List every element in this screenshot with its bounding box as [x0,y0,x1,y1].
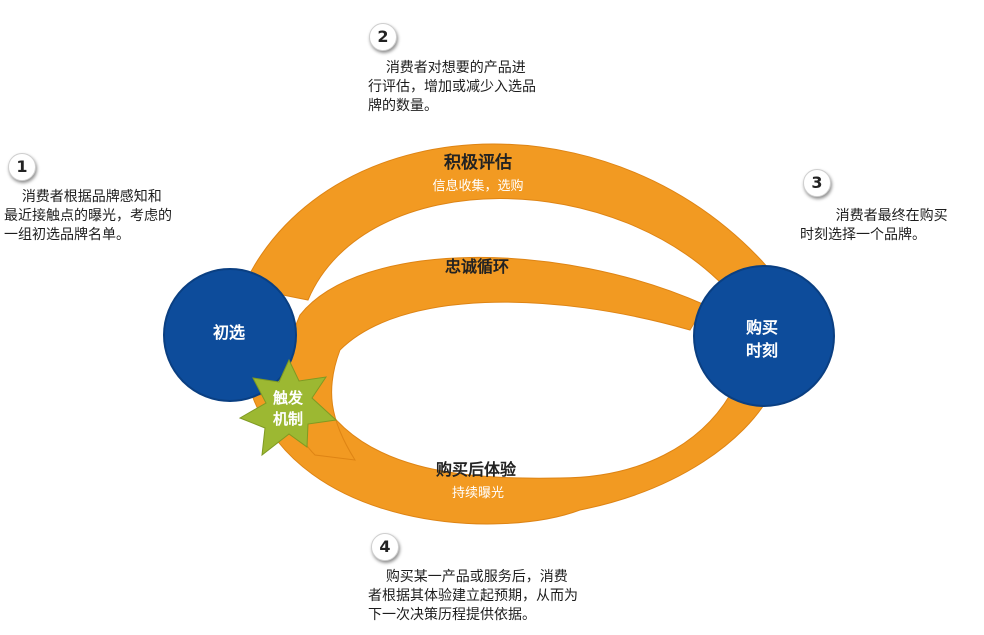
step-3-number: 3 [803,169,831,197]
active-evaluation-subtitle: 信息收集，选购 [432,178,523,194]
step-3-description: 消费者最终在购买 时刻选择一个品牌。 [800,208,948,243]
step-4-number: 4 [371,533,399,561]
step-2-description: 消费者对想要的产品进 行评估，增加或减少入选品 牌的数量。 [368,60,536,114]
moment-of-purchase-label-line1: 购买 [746,318,778,337]
trigger-label-line2: 机制 [273,410,303,428]
post-purchase-title: 购买后体验 [436,460,517,479]
step-2-number: 2 [369,23,397,51]
step-1-number: 1 [8,153,36,181]
initial-consideration-label: 初选 [213,323,245,342]
loyalty-loop-band [286,257,706,461]
step-1-description: 消费者根据品牌感知和 最近接触点的曝光，考虑的 一组初选品牌名单。 [4,189,172,243]
loyalty-loop-title: 忠诚循环 [445,257,509,276]
trigger-star-icon [238,358,338,457]
moment-of-purchase-label-line2: 时刻 [746,341,778,360]
step-4-description: 购买某一产品或服务后，消费 者根据其体验建立起预期，从而为 下一次决策历程提供依… [368,569,578,623]
moment-of-purchase-node [693,265,835,407]
post-purchase-subtitle: 持续曝光 [452,486,504,501]
initial-consideration-node [163,268,297,402]
active-evaluation-title: 积极评估 [444,152,512,173]
trigger-label-line1: 触发 [273,389,304,407]
